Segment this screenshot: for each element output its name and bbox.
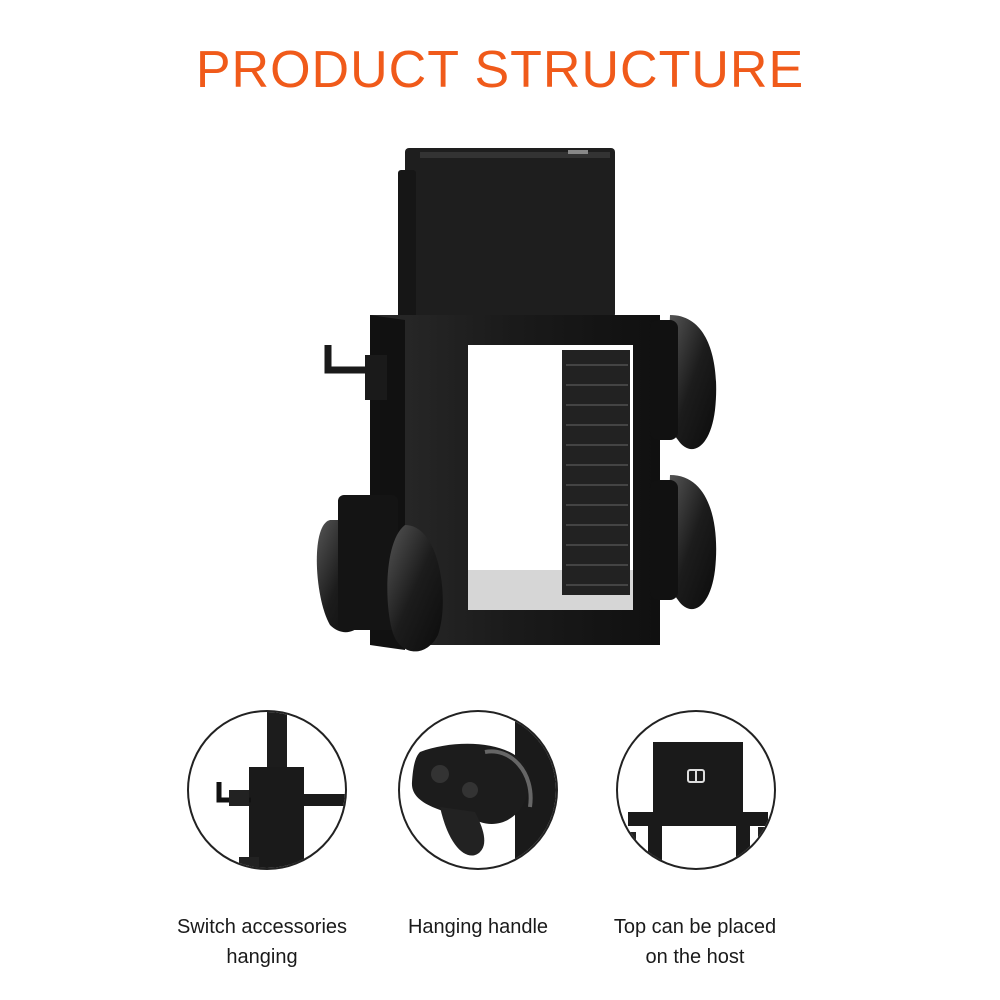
- caption-line: Hanging handle: [407, 916, 549, 938]
- caption-top-placement: Top can be placed on the host: [575, 912, 815, 972]
- detail-top-placement: [616, 710, 776, 870]
- caption-line: Switch accessories: [176, 916, 348, 938]
- caption-hanging-handle: Hanging handle: [358, 912, 598, 942]
- game-slots: [562, 350, 630, 595]
- caption-accessories-hanging: Switch accessories hanging: [142, 912, 382, 972]
- left-controllers: [316, 495, 443, 652]
- right-controllers: [650, 315, 717, 610]
- page-title: PRODUCT STRUCTURE: [195, 41, 805, 99]
- detail-hanging-handle: [398, 710, 558, 870]
- caption-line: Top can be placed: [613, 916, 777, 938]
- tower-body: [370, 315, 660, 650]
- caption-line: on the host: [645, 946, 745, 968]
- headset-hook: [324, 345, 387, 400]
- detail-accessories-hanging: [187, 710, 347, 870]
- product-stand-illustration: [310, 140, 730, 680]
- caption-line: hanging: [226, 946, 298, 968]
- console-on-top: [398, 148, 615, 320]
